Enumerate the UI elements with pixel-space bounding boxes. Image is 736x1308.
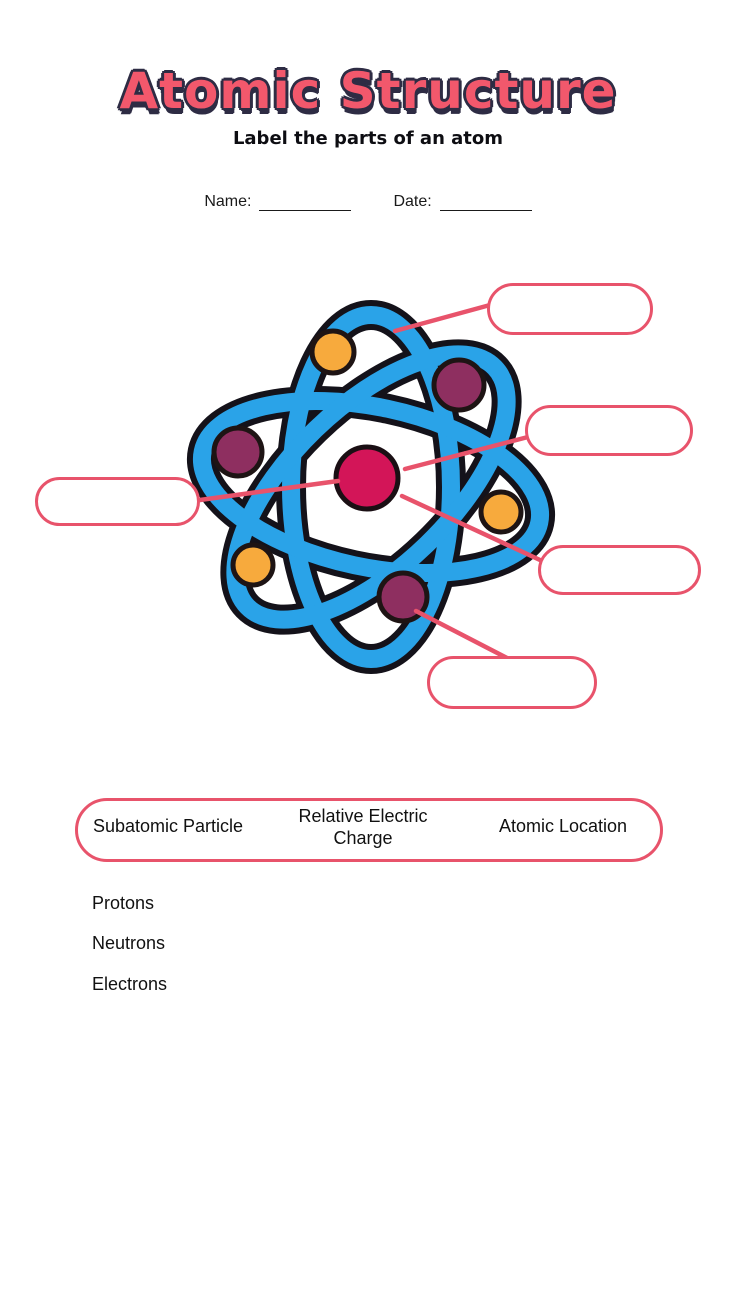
connector-middle-right: [402, 434, 531, 472]
table-row-neutrons: Neutrons: [92, 933, 166, 953]
connector-left: [197, 478, 341, 503]
name-field-group: Name:: [204, 193, 352, 211]
answer-box-top-right[interactable]: [487, 283, 653, 335]
orbit-ellipse-tilt-right: [192, 391, 550, 583]
table-row-protons: Protons: [92, 893, 155, 913]
date-blank-line[interactable]: [439, 194, 532, 211]
particle-yellow-right: [478, 489, 524, 535]
column-header-relative-electric-charge: Relative Electric Charge: [298, 806, 428, 848]
nucleus: [333, 444, 401, 512]
connector-top-right: [392, 302, 493, 334]
orbit-ellipse-tilt-left: [226, 345, 516, 629]
answer-box-left[interactable]: [35, 477, 200, 526]
page-title: Atomic Structure: [119, 62, 617, 120]
particle-maroon-left: [211, 425, 265, 479]
connector-lower-right: [399, 493, 543, 563]
name-blank-line[interactable]: [259, 194, 352, 211]
particle-yellow-top-left: [309, 328, 357, 376]
particle-yellow-bottom-left: [230, 542, 276, 588]
column-header-subatomic-particle: Subatomic Particle: [93, 816, 244, 836]
answer-box-lower-right[interactable]: [538, 545, 701, 595]
atom-diagram: [186, 300, 556, 674]
date-field-group: Date:: [393, 193, 532, 211]
table-header-box: Subatomic Particle Relative Electric Cha…: [75, 798, 663, 862]
name-date-row: Name: Date:: [0, 193, 736, 211]
date-label: Date:: [393, 193, 432, 210]
connector-bottom: [413, 608, 510, 661]
page-subtitle: Label the parts of an atom: [232, 128, 504, 149]
table-row-electrons: Electrons: [92, 974, 168, 994]
column-header-atomic-location: Atomic Location: [498, 816, 628, 836]
answer-box-middle-right[interactable]: [525, 405, 693, 456]
answer-box-bottom[interactable]: [427, 656, 597, 709]
connector-lines: [197, 302, 543, 661]
particles: [211, 328, 524, 624]
name-label: Name:: [204, 193, 252, 210]
particle-maroon-top-right: [431, 357, 487, 413]
